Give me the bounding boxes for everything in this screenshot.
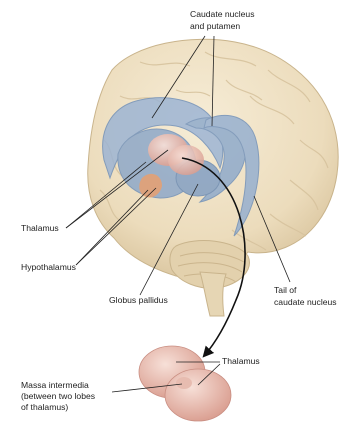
label-globus-pallidus: Globus pallidus (109, 295, 168, 305)
isolated-thalamus (139, 346, 231, 421)
label-tail-line2: caudate nucleus (274, 297, 337, 307)
massa-intermedia-shape (176, 377, 192, 389)
isolated-thalamus-lobe-front (165, 369, 231, 421)
label-hypothalamus: Hypothalamus (21, 262, 76, 272)
label-massa-line3: of thalamus) (21, 402, 68, 412)
label-thalamus-upper: Thalamus (21, 223, 59, 233)
label-thalamus-lower: Thalamus (222, 356, 260, 366)
label-massa-line1: Massa intermedia (21, 380, 89, 390)
brainstem-shape (200, 272, 226, 316)
label-caudate-line1: Caudate nucleus (190, 9, 255, 19)
thalamus-lobe-right (168, 145, 204, 175)
label-massa-line2: (between two lobes (21, 391, 95, 401)
label-tail-line1: Tail of (274, 285, 297, 295)
label-caudate-line2: and putamen (190, 21, 240, 31)
